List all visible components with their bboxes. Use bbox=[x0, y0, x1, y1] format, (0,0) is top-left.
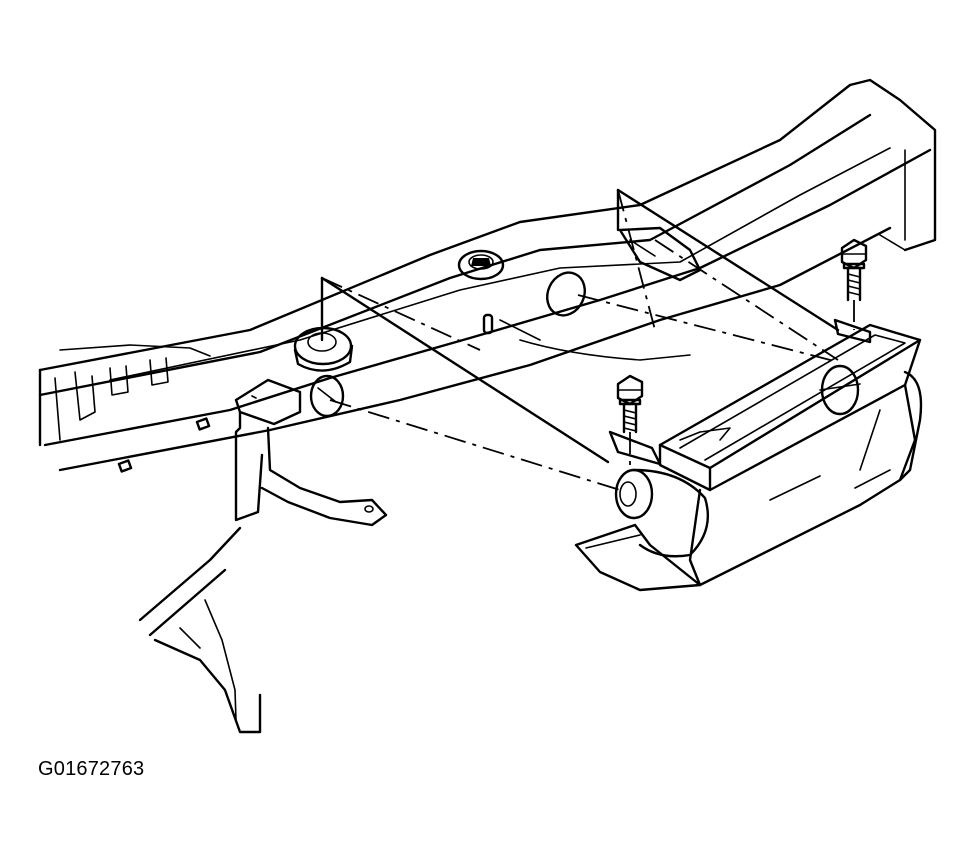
alignment-leaders bbox=[320, 188, 855, 491]
transmission-support bbox=[574, 318, 923, 592]
bolt-right bbox=[840, 238, 868, 302]
frame-rail bbox=[38, 78, 937, 473]
bolt-left bbox=[616, 374, 644, 434]
figure-id-label: G01672763 bbox=[38, 758, 145, 780]
support-bracket bbox=[234, 378, 388, 527]
frame-lower-leg bbox=[138, 526, 262, 734]
